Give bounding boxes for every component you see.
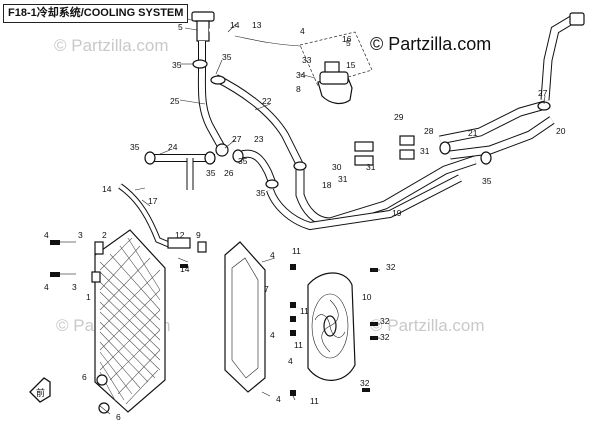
callout-16: 16 bbox=[342, 34, 352, 44]
cooling-fan bbox=[307, 272, 356, 381]
callout-12: 12 bbox=[175, 230, 185, 240]
callout-35a: 35 bbox=[172, 60, 182, 70]
front-badge-text: 前 bbox=[36, 387, 45, 398]
watermark-top-left: © Partzilla.com bbox=[54, 36, 169, 55]
callout-1: 1 bbox=[86, 292, 91, 302]
callout-numbers: 8 5 14 13 4 16 33 15 8 34 35 35 25 22 27… bbox=[44, 12, 566, 422]
callout-13: 13 bbox=[252, 20, 262, 30]
callout-35g: 35 bbox=[482, 176, 492, 186]
radiator bbox=[91, 229, 191, 414]
callout-7: 7 bbox=[264, 284, 269, 294]
callout-4f: 4 bbox=[288, 356, 293, 366]
callout-25: 25 bbox=[170, 96, 180, 106]
radiator-cap bbox=[191, 11, 215, 22]
callout-14a: 14 bbox=[230, 20, 240, 30]
callout-31a: 31 bbox=[338, 174, 348, 184]
page-title: F18-1冷却系统/COOLING SYSTEM bbox=[3, 4, 189, 23]
callout-20: 20 bbox=[556, 126, 566, 136]
callout-14c: 14 bbox=[180, 264, 190, 274]
callout-15: 15 bbox=[346, 60, 356, 70]
callout-19: 19 bbox=[392, 208, 402, 218]
front-direction-arrow-icon: 前 bbox=[29, 377, 51, 403]
callout-23: 23 bbox=[254, 134, 264, 144]
callout-4e: 4 bbox=[270, 330, 275, 340]
callout-24: 24 bbox=[168, 142, 178, 152]
callout-33: 33 bbox=[302, 55, 312, 65]
copyright-text: © Partzilla.com bbox=[370, 34, 492, 54]
callout-11b: 11 bbox=[300, 306, 309, 316]
callout-35f: 35 bbox=[256, 188, 266, 198]
callout-27a: 27 bbox=[232, 134, 242, 144]
callout-18: 18 bbox=[322, 180, 332, 190]
callout-35b: 35 bbox=[222, 52, 232, 62]
callout-3a: 3 bbox=[78, 230, 83, 240]
coolant-reservoir bbox=[299, 31, 373, 105]
callout-11c: 11 bbox=[294, 340, 303, 350]
callout-29a: 29 bbox=[394, 112, 404, 122]
callout-4g: 4 bbox=[276, 394, 281, 404]
callout-31c: 31 bbox=[366, 162, 376, 172]
callout-28a: 28 bbox=[424, 126, 434, 136]
callout-4a: 4 bbox=[300, 26, 305, 36]
callout-6a: 6 bbox=[82, 372, 87, 382]
callout-26: 26 bbox=[224, 168, 234, 178]
callout-5a: 5 bbox=[178, 22, 183, 32]
leader-lines bbox=[60, 17, 546, 415]
callout-4d: 4 bbox=[270, 250, 275, 260]
callout-2: 2 bbox=[102, 230, 107, 240]
callout-21: 21 bbox=[468, 128, 478, 138]
callout-14b: 14 bbox=[102, 184, 112, 194]
callout-32b: 32 bbox=[380, 316, 390, 326]
watermark-bottom-right: © Partzilla.com bbox=[370, 316, 485, 335]
callout-10: 10 bbox=[362, 292, 372, 302]
callout-35e: 35 bbox=[238, 156, 248, 166]
callout-22: 22 bbox=[262, 96, 272, 106]
callout-4c: 4 bbox=[44, 282, 49, 292]
callout-27b: 27 bbox=[538, 88, 548, 98]
callout-11d: 11 bbox=[310, 396, 319, 406]
callout-6b: 6 bbox=[116, 412, 121, 422]
callout-11a: 11 bbox=[292, 246, 301, 256]
callout-8b: 8 bbox=[296, 84, 301, 94]
callout-32d: 32 bbox=[360, 378, 370, 388]
callout-34: 34 bbox=[296, 70, 306, 80]
callout-5b: 5 bbox=[346, 38, 351, 48]
filler-neck bbox=[196, 20, 210, 42]
hose-assembly bbox=[118, 11, 585, 248]
fan-shroud bbox=[224, 241, 266, 393]
callout-17: 17 bbox=[148, 196, 158, 206]
callout-32c: 32 bbox=[380, 332, 390, 342]
callout-32a: 32 bbox=[386, 262, 396, 272]
callout-4b: 4 bbox=[44, 230, 49, 240]
callout-35c: 35 bbox=[130, 142, 140, 152]
callout-31b: 31 bbox=[420, 146, 430, 156]
callout-30: 30 bbox=[332, 162, 342, 172]
callout-9: 9 bbox=[196, 230, 201, 240]
callout-35d: 35 bbox=[206, 168, 216, 178]
callout-3b: 3 bbox=[72, 282, 77, 292]
